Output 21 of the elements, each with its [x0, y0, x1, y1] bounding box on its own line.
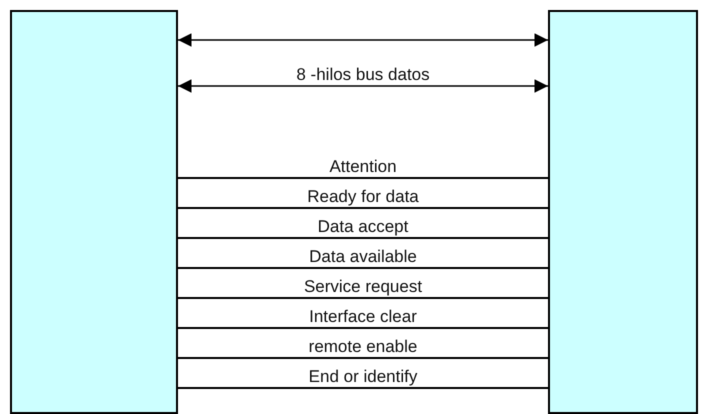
- edge-label: End or identify: [308, 368, 418, 386]
- signal-line: [178, 297, 548, 299]
- signal-line: [178, 387, 548, 389]
- edge-label: Interface clear: [309, 308, 417, 326]
- edge-label: Data accept: [318, 218, 408, 236]
- edge-label: Ready for data: [307, 188, 419, 206]
- device-panel: [10, 10, 178, 414]
- double-arrow: [178, 79, 548, 93]
- signal-line: [178, 327, 548, 329]
- signal-line: [178, 177, 548, 179]
- double-arrow: [178, 33, 548, 47]
- edge-label: Service request: [304, 278, 422, 296]
- signal-line: [178, 207, 548, 209]
- edge-label: Data available: [309, 248, 417, 266]
- signal-line: [178, 267, 548, 269]
- edge-label: remote enable: [308, 338, 418, 356]
- edge-label: Attention: [329, 158, 397, 176]
- device-panel: [548, 10, 698, 414]
- edge-label: 8 -hilos bus datos: [296, 66, 430, 84]
- signal-line: [178, 357, 548, 359]
- signal-line: [178, 237, 548, 239]
